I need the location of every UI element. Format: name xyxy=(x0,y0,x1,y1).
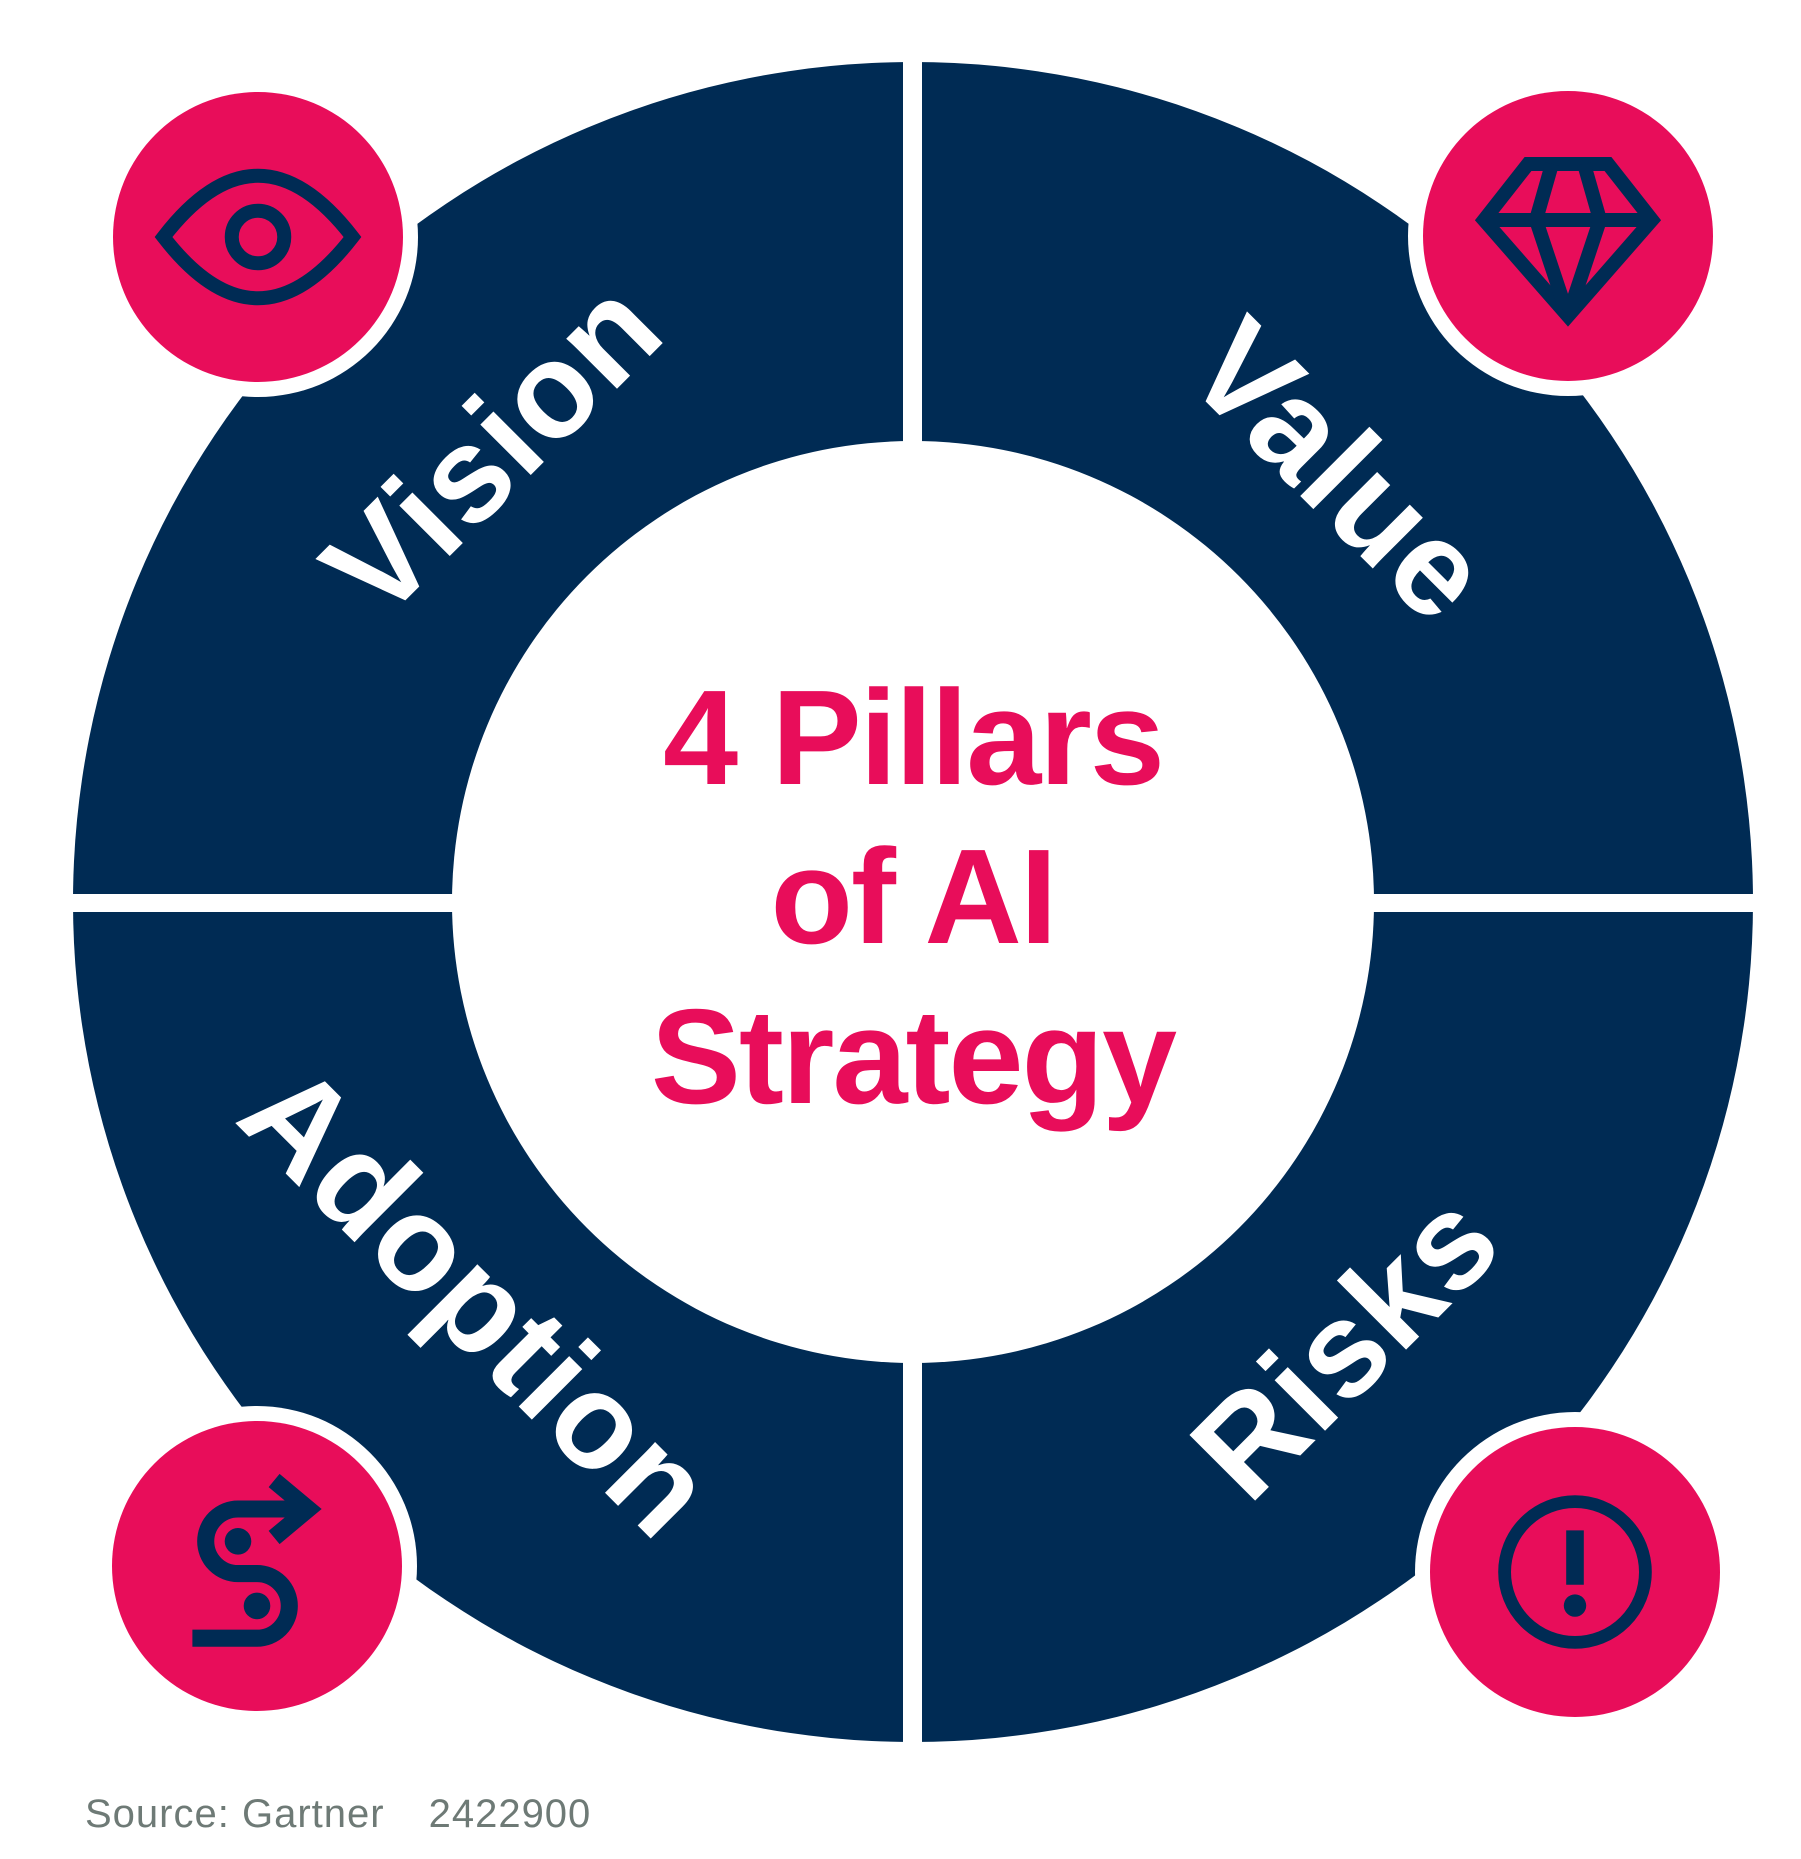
source-label: Source: Gartner xyxy=(85,1792,385,1836)
winding-path-arrow-icon xyxy=(192,1473,322,1647)
footer: Source: Gartner 2422900 xyxy=(85,1792,591,1837)
diamond-icon xyxy=(1474,157,1662,327)
diagram-title-line2: of AI xyxy=(770,821,1058,973)
donut-center-hole xyxy=(452,441,1374,1363)
exclamation-circle-icon xyxy=(1498,1495,1652,1649)
vision-badge xyxy=(113,92,403,382)
value-badge xyxy=(1423,91,1713,381)
diagram-title-line1: 4 Pillars xyxy=(663,662,1165,814)
adoption-badge xyxy=(112,1421,402,1711)
diagram-title-line3: Strategy xyxy=(650,980,1177,1132)
diagram-title: 4 Pillars of AI Strategy xyxy=(650,658,1177,1136)
document-id: 2422900 xyxy=(428,1792,592,1836)
risks-badge xyxy=(1430,1427,1720,1717)
eye-icon xyxy=(154,168,362,306)
